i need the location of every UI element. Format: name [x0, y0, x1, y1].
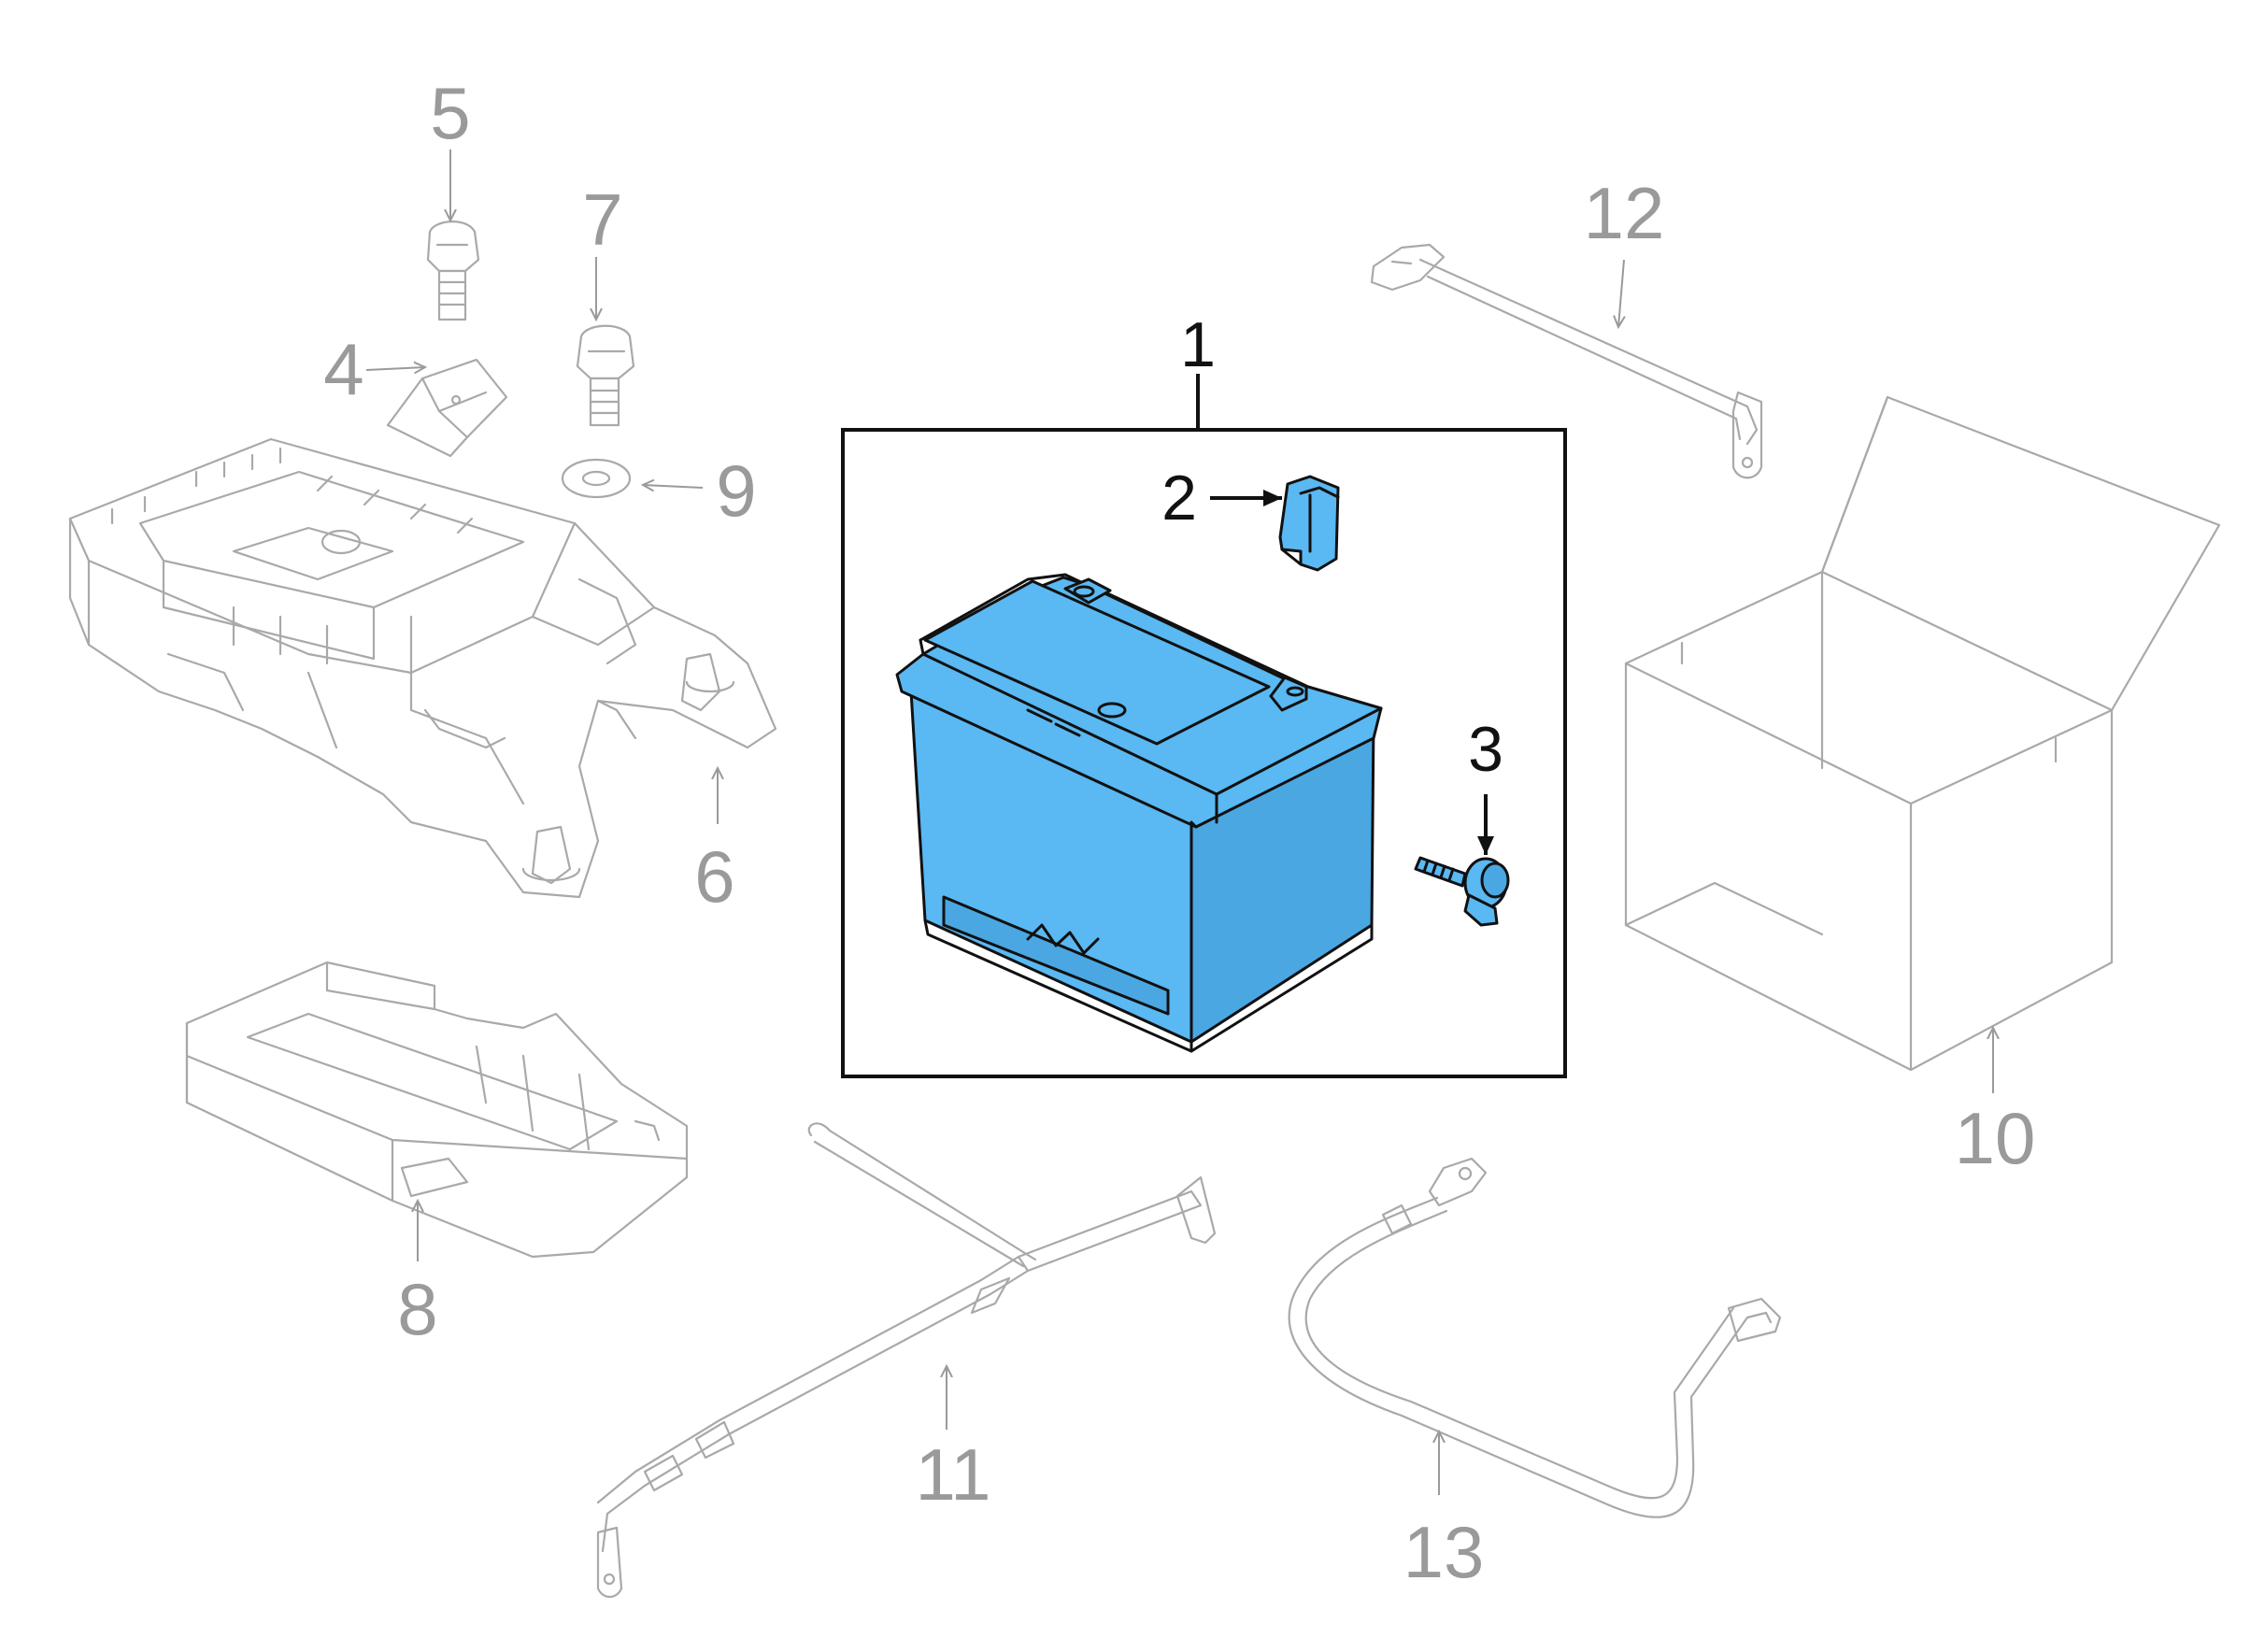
callout-label-6: 6: [694, 835, 734, 918]
battery-box-part-10[interactable]: [1624, 395, 2221, 1072]
callout-label-10: 10: [1955, 1097, 2036, 1179]
callout-label-13: 13: [1403, 1511, 1485, 1593]
callout-label-1: 1: [1180, 309, 1216, 380]
callout-label-9: 9: [716, 449, 756, 532]
callout-label-8: 8: [397, 1268, 437, 1350]
battery-tray-part[interactable]: [68, 437, 777, 899]
callout-label-2: 2: [1161, 463, 1197, 534]
battery-assembly-box[interactable]: [841, 374, 1567, 1078]
cable-part-12[interactable]: [1370, 243, 1763, 479]
callout-arrow-9: [643, 485, 704, 488]
bolt-part-7[interactable]: [576, 324, 635, 427]
callout-label-12: 12: [1584, 172, 1665, 254]
bracket-part-4[interactable]: [386, 358, 508, 458]
callout-label-3: 3: [1468, 714, 1503, 785]
bolt-part-3[interactable]: [1414, 856, 1510, 927]
cable-part-13[interactable]: [1288, 1157, 1782, 1518]
cable-part-11[interactable]: [596, 1122, 1217, 1599]
washer-part-9[interactable]: [561, 458, 632, 499]
callout-label-5: 5: [430, 72, 470, 154]
callout-label-11: 11: [916, 1433, 991, 1516]
tray-cover-part[interactable]: [185, 961, 689, 1259]
callout-arrow-12: [1618, 259, 1624, 327]
bolt-part-5[interactable]: [426, 221, 480, 321]
callout-label-4: 4: [323, 328, 363, 410]
terminal-cap-part-2[interactable]: [1278, 475, 1340, 572]
callout-arrow-4: [365, 367, 425, 370]
callout-label-7: 7: [582, 178, 622, 261]
battery-part-1[interactable]: [895, 573, 1383, 1053]
